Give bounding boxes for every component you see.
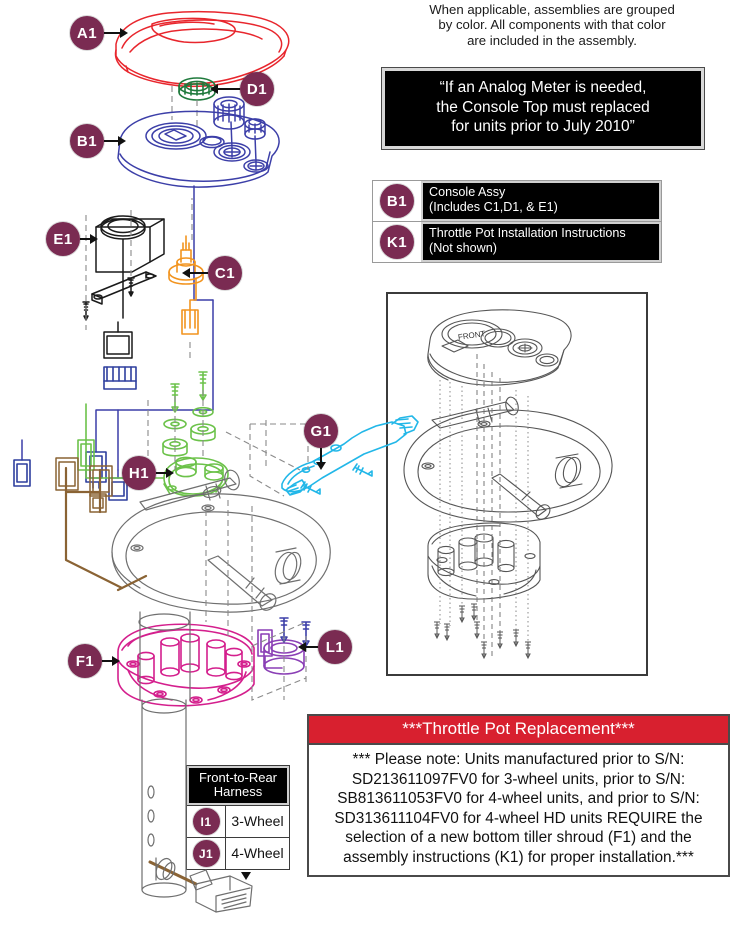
warning-title: ***Throttle Pot Replacement*** (309, 716, 728, 745)
throttle-pot-replacement-warning: ***Throttle Pot Replacement*** *** Pleas… (307, 714, 730, 877)
legend-badge-b1[interactable]: B1 (380, 184, 414, 218)
color-note-line3: are included in the assembly. (467, 32, 637, 48)
brown-wire-inside-handle (116, 574, 148, 592)
callout-a1[interactable]: A1 (70, 16, 104, 50)
part-e1-module (82, 215, 165, 359)
callout-a1-arrow (120, 28, 128, 38)
legend-key-k1: K1 (373, 222, 421, 262)
align-g1-d (225, 431, 301, 471)
legend-row-k1: K1 Throttle Pot Installation Instruction… (373, 222, 661, 262)
harness-row-i1: I1 3-Wheel (187, 805, 289, 837)
color-note-line1: When applicable, assemblies are grouped (429, 2, 675, 17)
legend-row-b1: B1 Console Assy (Includes C1,D1, & E1) (373, 181, 661, 222)
callout-f1[interactable]: F1 (68, 644, 102, 678)
callout-g1[interactable]: G1 (304, 414, 338, 448)
harness-header-line1: Front-to-Rear (198, 770, 278, 785)
legend-b1-line1: Console Assy (429, 185, 506, 199)
harness-badge-j1[interactable]: J1 (192, 840, 220, 867)
callout-d1-arrow (210, 84, 218, 94)
analog-note-line2: the Console Top must replaced (436, 98, 650, 116)
legend-table: B1 Console Assy (Includes C1,D1, & E1) K… (372, 180, 662, 263)
callout-e1-leader (80, 238, 92, 240)
legend-k1-line2: (Not shown) (429, 240, 497, 255)
inset-drawing: FRONT (403, 309, 613, 660)
callout-b1-leader (104, 140, 120, 142)
part-f1-bottom-shroud (117, 623, 255, 707)
callout-l1-leader (306, 646, 318, 648)
analog-note-line3: for units prior to July 2010” (451, 118, 635, 135)
callout-e1-arrow (90, 234, 98, 244)
callout-l1[interactable]: L1 (318, 630, 352, 664)
tiller-handle (111, 469, 331, 613)
callout-g1-arrow (316, 462, 326, 470)
harness-badge-i1[interactable]: I1 (192, 808, 220, 835)
legend-key-b1: B1 (373, 181, 421, 221)
callout-c1-arrow (182, 268, 190, 278)
color-note-line2: by color. All components with that color (438, 17, 666, 33)
part-c1-throttle-pot (168, 235, 204, 335)
callout-h1-arrow (166, 468, 174, 478)
callout-b1[interactable]: B1 (70, 124, 104, 158)
harness-row-j1: J1 4-Wheel (187, 837, 289, 869)
inset-front-label: FRONT (457, 329, 486, 342)
callout-l1-arrow (298, 642, 306, 652)
callout-c1-leader (190, 272, 208, 274)
callout-c1[interactable]: C1 (208, 256, 242, 290)
harness-key-i1: I1 (187, 806, 226, 837)
part-e1-plug (103, 366, 137, 390)
callout-e1[interactable]: E1 (46, 222, 80, 256)
tiller-post (138, 611, 191, 898)
legend-text-k1: Throttle Pot Installation Instructions (… (421, 222, 661, 262)
align-g1-b (249, 424, 285, 497)
legend-badge-k1[interactable]: K1 (380, 225, 414, 259)
callout-h1[interactable]: H1 (122, 456, 156, 490)
analog-meter-note: “If an Analog Meter is needed, the Conso… (381, 67, 705, 150)
harness-value-j1: 4-Wheel (231, 845, 284, 861)
harness-key-j1: J1 (187, 838, 226, 869)
harness-value-i1: 3-Wheel (231, 813, 284, 829)
brown-connectors (55, 457, 113, 513)
legend-b1-line2: (Includes C1,D1, & E1) (429, 199, 558, 214)
part-b1-console-assembly (117, 96, 280, 188)
j1-arrowhead (241, 872, 251, 880)
harness-table-header: Front-to-Rear Harness (187, 766, 289, 805)
color-grouping-note: When applicable, assemblies are grouped … (376, 2, 728, 48)
analog-note-line1: “If an Analog Meter is needed, (439, 79, 647, 96)
align-l1-b (251, 646, 307, 701)
part-h1-hardware (85, 371, 229, 497)
callout-f1-leader (102, 660, 114, 662)
legend-text-b1: Console Assy (Includes C1,D1, & E1) (421, 181, 661, 221)
align-g1-a (250, 423, 309, 470)
callout-d1[interactable]: D1 (240, 72, 274, 106)
harness-header-line2: Harness (213, 784, 263, 799)
callout-b1-arrow (118, 136, 126, 146)
warning-body: *** Please note: Units manufactured prio… (334, 751, 703, 866)
callout-a1-leader (104, 32, 122, 34)
callout-g1-leader (320, 448, 322, 464)
legend-k1-line1: Throttle Pot Installation Instructions (429, 226, 626, 240)
part-i1-j1-harness (148, 857, 253, 913)
inset-assembly-view: FRONT (386, 292, 648, 676)
callout-h1-leader (156, 472, 168, 474)
callout-f1-arrow (112, 656, 120, 666)
callout-d1-leader (218, 88, 240, 90)
part-g1-throttle-lever (281, 415, 419, 496)
